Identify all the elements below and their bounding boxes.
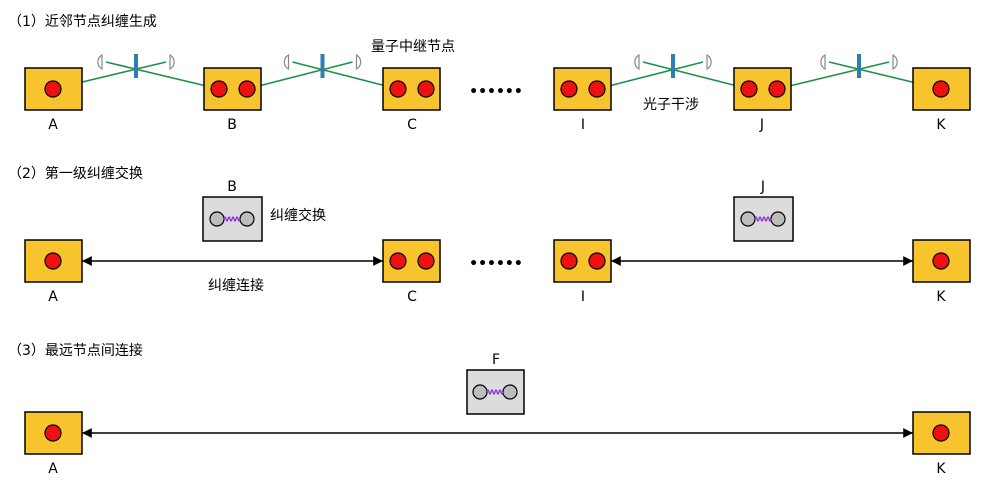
swap-annotation: 纠缠交换 [270, 207, 326, 224]
entanglement-wave [223, 216, 241, 222]
node-i-s2: I [553, 239, 612, 305]
node-label: J [759, 117, 764, 133]
swap-node-label: F [492, 352, 500, 368]
node-i-s1: I [553, 67, 612, 133]
qubit [417, 252, 435, 270]
detector-icon [634, 53, 640, 71]
node-a-s3: A [24, 411, 83, 477]
qubit [502, 384, 518, 400]
qubit [770, 211, 786, 227]
entanglement-wave [754, 216, 772, 222]
swap-node-f: F [466, 352, 525, 415]
qubit [932, 80, 950, 98]
entangled-pair-icon [209, 211, 255, 227]
qubit [932, 424, 950, 442]
node-label: K [936, 289, 946, 305]
node-label: A [48, 117, 58, 133]
swap-node-j: J [733, 179, 794, 242]
entangled-pair-icon [740, 211, 786, 227]
qubit [44, 424, 62, 442]
qubit [740, 211, 756, 227]
node-k-s1: K [912, 67, 971, 133]
relay-node-annotation: 量子中继节点 [371, 39, 455, 55]
entangled-pair-icon [472, 384, 518, 400]
node-c-s1: C [382, 67, 441, 133]
section-2-title: （2）第一级纠缠交换 [8, 165, 143, 182]
optical-fiber [642, 61, 750, 90]
optical-fiber [105, 61, 220, 90]
qubit [560, 252, 578, 270]
optical-fiber [292, 61, 399, 90]
qubit [389, 252, 407, 270]
ellipsis: •••••• [469, 84, 523, 100]
node-label: A [48, 289, 58, 305]
detector-icon [283, 53, 290, 71]
node-label: B [227, 117, 237, 133]
qubit [44, 252, 62, 270]
qubit [560, 80, 578, 98]
qubit [210, 80, 228, 98]
entanglement-link-annotation: 纠缠连接 [208, 277, 264, 294]
node-label: K [936, 461, 946, 477]
swap-node-b: B [202, 179, 263, 242]
detector-icon [355, 53, 362, 71]
detector-icon [706, 53, 712, 71]
qubit [932, 252, 950, 270]
qubit [44, 80, 62, 98]
beam-splitter-icon [320, 54, 325, 78]
detector-icon [169, 53, 175, 71]
detector-icon [820, 53, 826, 71]
qubit [209, 211, 225, 227]
node-a-s1: A [24, 67, 83, 133]
swap-node-label: J [760, 179, 765, 195]
qubit [417, 80, 435, 98]
qubit [389, 80, 407, 98]
qubit [768, 80, 786, 98]
qubit [238, 80, 256, 98]
qubit [740, 80, 758, 98]
node-label: A [48, 461, 58, 477]
section-1-title: （1）近邻节点纠缠生成 [8, 13, 157, 30]
qubit [588, 80, 606, 98]
node-b-s1: B [203, 67, 262, 133]
qubit [239, 211, 255, 227]
optical-fiber [776, 61, 890, 90]
node-label: I [581, 289, 585, 305]
node-k-s2: K [912, 239, 971, 305]
entanglement-wave [486, 389, 504, 395]
node-label: I [581, 117, 585, 133]
detector-icon [892, 53, 898, 71]
photon-interference-annotation: 光子干涉 [643, 97, 699, 113]
node-label: K [936, 117, 946, 133]
node-j-s1: J [733, 67, 792, 133]
node-label: C [407, 289, 417, 305]
beam-splitter-icon [671, 54, 675, 78]
beam-splitter-icon [134, 54, 138, 78]
ellipsis: •••••• [469, 256, 523, 272]
node-c-s2: C [382, 239, 441, 305]
section-1-fiber-links [52, 53, 942, 90]
optical-fiber [596, 61, 704, 90]
node-a-s2: A [24, 239, 83, 305]
optical-fiber [246, 61, 353, 90]
qubit [472, 384, 488, 400]
swap-node-label: B [227, 179, 237, 195]
detector-icon [97, 53, 103, 71]
section-3-title: （3）最远节点间连接 [8, 342, 143, 359]
node-label: C [407, 117, 417, 133]
qubit [588, 252, 606, 270]
beam-splitter-icon [857, 54, 861, 78]
node-k-s3: K [912, 411, 971, 477]
